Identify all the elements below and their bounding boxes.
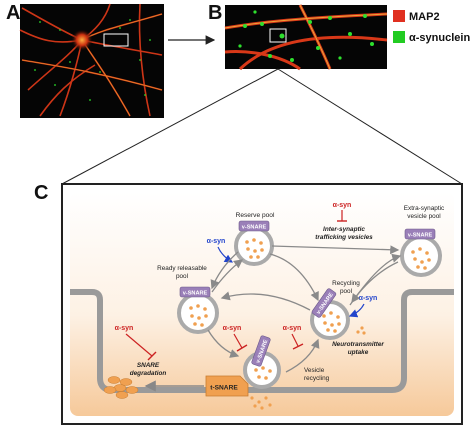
alpha-syn-docking: α-syn <box>223 325 242 332</box>
degraded-fragments <box>103 376 139 399</box>
alpha-syn-reserve: α-syn <box>207 238 226 245</box>
arrow-reserve-to-rrp <box>210 251 239 290</box>
v-snare-docked <box>251 335 271 367</box>
recycling-label-1: Recycling <box>332 280 360 287</box>
alpha-syn-recycling-arrow <box>348 303 365 318</box>
alpha-syn-reserve-arrow <box>217 246 234 263</box>
micrograph-a <box>19 3 164 118</box>
zoom-line-left <box>61 68 279 185</box>
arrow-rrp-to-docking <box>207 329 240 358</box>
panel-label-a: A <box>6 2 21 24</box>
arrow-docking-to-recycling <box>285 338 320 373</box>
panel-label-b: B <box>208 2 223 24</box>
arrow-rrp-to-reserve <box>211 259 244 293</box>
arrow-extra-to-recycling <box>351 261 399 304</box>
legend-swatch-synuclein <box>393 31 405 43</box>
alpha-syn-recycling: α-syn <box>359 295 378 302</box>
legend: MAP2 α-synuclein <box>393 10 470 44</box>
docked-vesicle: v-SNARE <box>243 335 281 410</box>
inter-synaptic-label-1: Inter-synaptic <box>323 226 365 233</box>
recycling-pool: Recycling pool v-SNARE <box>310 280 366 340</box>
inhibit-degradation-line <box>125 333 153 357</box>
legend-swatch-map2 <box>393 10 405 22</box>
v-snare-reserve <box>238 220 270 232</box>
legend-label-synuclein: α-synuclein <box>409 32 470 44</box>
recycling-label-2: pool <box>340 288 352 295</box>
v-snare-reserve-label: v-SNARE <box>242 225 267 231</box>
rrp-vesicle <box>177 292 219 334</box>
arrow-reserve-to-extra <box>271 245 400 255</box>
zoom-box-b <box>269 28 287 43</box>
inhibit-docking-bar <box>236 344 248 352</box>
pool-arrows <box>207 245 402 373</box>
v-snare-rrp <box>179 286 211 298</box>
vesicle-recycling-label-2: recycling <box>304 375 330 382</box>
legend-label-map2: MAP2 <box>409 11 440 23</box>
alpha-syn-inter: α-syn <box>333 202 352 209</box>
extra-synaptic-label-1: Extra-synaptic <box>404 205 445 212</box>
extra-synaptic-vesicle <box>400 235 442 277</box>
t-snare-label: t-SNARE <box>210 385 238 392</box>
t-snare-protein <box>205 375 249 397</box>
inhibit-recycling-bar <box>292 343 304 350</box>
arrow-reserve-to-recycling <box>269 253 319 302</box>
extra-synaptic-label-2: vesicle pool <box>407 213 440 220</box>
v-snare-rrp-label: v-SNARE <box>183 291 208 297</box>
rrp-label-1: Ready releasable <box>157 265 207 272</box>
rrp-label-2: pool <box>176 273 188 280</box>
vesicle-recycling-label-1: Vesicle <box>304 367 325 374</box>
inhibit-degradation-bar <box>147 351 157 361</box>
neurotransmitter-uptake-label-2: uptake <box>348 349 369 356</box>
zoom-line-right <box>277 68 463 185</box>
alpha-syn-degradation: α-syn <box>115 325 134 332</box>
extra-synaptic-pool: Extra-synaptic vesicle pool v-SNARE <box>400 205 445 277</box>
zoom-box-a <box>103 33 129 47</box>
presynaptic-membrane <box>70 289 454 393</box>
alpha-syn-recycling-inhibit: α-syn <box>283 325 302 332</box>
inter-synaptic-label-2: trafficking vesicles <box>315 234 373 241</box>
reserve-vesicle <box>234 226 274 266</box>
ready-releasable-pool: Ready releasable pool v-SNARE <box>157 265 219 334</box>
inhibit-docking-line <box>233 333 243 349</box>
snare-degradation-label-2: degradation <box>130 370 167 377</box>
panel-label-c: C <box>34 182 49 204</box>
v-snare-extra <box>404 228 436 240</box>
neurotransmitter-uptake-label-1: Neurotransmitter <box>332 341 384 348</box>
inhibit-recycling-line <box>291 333 299 347</box>
reserve-pool: Reserve pool v-SNARE <box>234 212 275 266</box>
reserve-pool-label: Reserve pool <box>236 212 275 219</box>
snare-degradation-label-1: SNARE <box>137 362 160 369</box>
v-snare-extra-label: v-SNARE <box>408 233 433 239</box>
micrograph-b <box>224 4 388 71</box>
panel-c-background <box>70 192 454 416</box>
arrow-recycling-to-rrp <box>220 291 311 311</box>
v-snare-recycling <box>311 288 337 318</box>
